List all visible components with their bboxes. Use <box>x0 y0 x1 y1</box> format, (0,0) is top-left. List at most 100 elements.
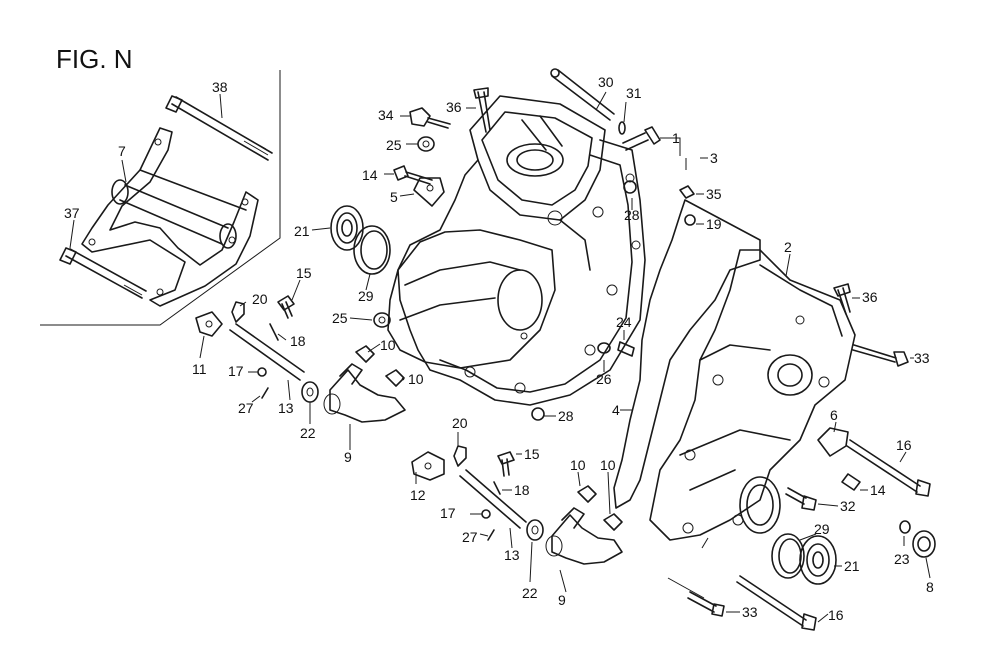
callout-23: 23 <box>894 551 910 567</box>
callout-10: 10 <box>380 337 396 353</box>
bolt-37 <box>59 247 147 299</box>
callout-20: 20 <box>252 291 268 307</box>
callout-18: 18 <box>514 482 530 498</box>
callout-29: 29 <box>358 288 374 304</box>
bolt-1 <box>622 126 661 151</box>
callout-28: 28 <box>624 207 640 223</box>
callout-labels: 38 7 37 11 17 27 13 22 9 20 18 15 25 10 … <box>64 74 934 623</box>
callout-1: 1 <box>672 130 680 146</box>
callout-32: 32 <box>840 498 856 514</box>
pin-27-upper <box>261 387 269 399</box>
spring-20-lower <box>453 445 467 467</box>
callout-11: 11 <box>192 361 207 377</box>
fork-9-lower <box>545 507 623 565</box>
bearing-21-left <box>330 205 364 251</box>
pin-17-lower <box>481 509 491 519</box>
callout-16: 16 <box>828 607 844 623</box>
callout-25: 25 <box>386 137 402 153</box>
washer-25-lower <box>373 312 391 328</box>
washer-22-upper <box>301 381 319 403</box>
gasket-4 <box>613 199 761 509</box>
callout-29: 29 <box>814 521 830 537</box>
figure-title: FIG. N <box>56 44 133 74</box>
callout-22: 22 <box>522 585 538 601</box>
plug-10-a <box>355 345 375 363</box>
washer-25-upper <box>417 136 435 152</box>
shaft-13-upper <box>229 323 305 381</box>
washer-28-lower <box>531 407 545 421</box>
pin-19 <box>684 214 696 226</box>
bolt-36-right <box>833 283 851 315</box>
nut-35 <box>679 185 695 199</box>
plug-10-b <box>385 369 405 387</box>
callout-31: 31 <box>626 85 642 101</box>
bolt-14-right <box>841 473 861 491</box>
callout-4: 4 <box>612 402 620 418</box>
callout-16: 16 <box>896 437 912 453</box>
callout-10: 10 <box>408 371 424 387</box>
callout-20: 20 <box>452 415 468 431</box>
plug-8 <box>912 530 936 558</box>
pin-17-upper <box>257 367 267 377</box>
spring-20-upper <box>231 301 245 323</box>
washer-28-upper <box>623 180 637 194</box>
callout-15: 15 <box>524 446 540 462</box>
callout-7: 7 <box>118 143 126 159</box>
callout-21: 21 <box>844 558 860 574</box>
callout-38: 38 <box>212 79 228 95</box>
bolt-33-upper-right <box>852 344 909 367</box>
callout-9: 9 <box>558 592 566 608</box>
callout-15: 15 <box>296 265 312 281</box>
plug-10-c <box>577 485 597 503</box>
washer-22-lower <box>526 519 544 541</box>
pin-18-upper <box>269 323 279 341</box>
shaft-13-lower <box>459 469 527 529</box>
callout-36: 36 <box>446 99 462 115</box>
lever-12 <box>411 451 445 481</box>
seal-29-right <box>771 533 805 579</box>
callout-17: 17 <box>440 505 456 521</box>
callout-19: 19 <box>706 216 722 232</box>
leader-lines <box>69 91 931 623</box>
shaft-30 <box>550 68 615 121</box>
callout-28: 28 <box>558 408 574 424</box>
bearing-21-right <box>799 535 837 585</box>
pin-31 <box>618 121 626 135</box>
plug-10-d <box>603 513 623 531</box>
callout-35: 35 <box>706 186 722 202</box>
callout-6: 6 <box>830 407 838 423</box>
callout-36: 36 <box>862 289 878 305</box>
crankcase-left-half <box>387 95 646 406</box>
callout-33: 33 <box>742 604 758 620</box>
callout-17: 17 <box>228 363 244 379</box>
callout-9: 9 <box>344 449 352 465</box>
callout-5: 5 <box>390 189 398 205</box>
washer-23 <box>899 520 911 534</box>
bracket-7 <box>81 127 259 307</box>
callout-27: 27 <box>462 529 478 545</box>
callout-12: 12 <box>410 487 426 503</box>
clip-5 <box>413 177 445 207</box>
callout-10: 10 <box>570 457 586 473</box>
inset-frame <box>40 70 281 326</box>
callout-14: 14 <box>362 167 378 183</box>
callout-33: 33 <box>914 350 930 366</box>
bolt-32 <box>785 487 817 511</box>
callout-13: 13 <box>504 547 520 563</box>
callout-37: 37 <box>64 205 80 221</box>
callout-27: 27 <box>238 400 254 416</box>
callout-8: 8 <box>926 579 934 595</box>
callout-3: 3 <box>710 150 718 166</box>
washer-26 <box>597 342 611 354</box>
crankcase-right-half <box>649 249 856 541</box>
clip-6 <box>817 427 849 457</box>
callout-13: 13 <box>278 400 294 416</box>
bolt-15-lower <box>497 451 515 477</box>
callout-24: 24 <box>616 314 632 330</box>
callout-14: 14 <box>870 482 886 498</box>
bolt-38 <box>165 95 273 161</box>
pin-27-lower <box>487 529 495 541</box>
fork-9-upper <box>323 363 406 423</box>
callout-22: 22 <box>300 425 316 441</box>
